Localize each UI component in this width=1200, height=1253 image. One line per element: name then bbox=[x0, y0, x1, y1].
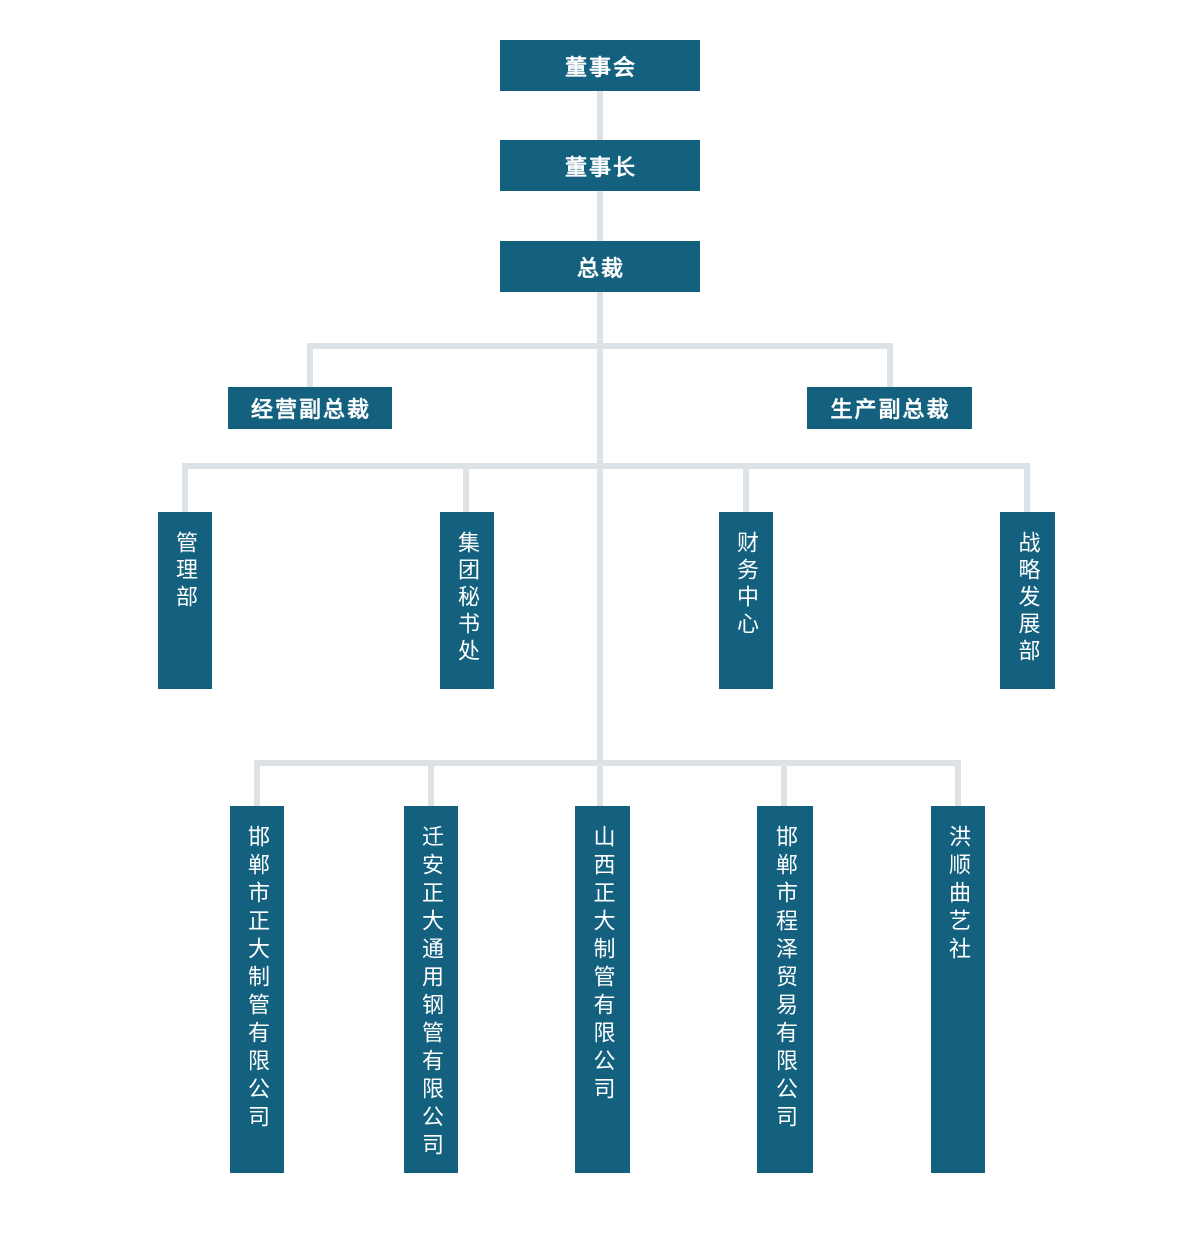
node-chairman: 董事长 bbox=[500, 140, 700, 191]
node-dept-management: 管理部 bbox=[158, 512, 212, 689]
node-sub-handan-chengze-trading-label: 邯郸市程泽贸易有限公司 bbox=[773, 825, 798, 1133]
connector-drop-sub-4 bbox=[781, 766, 787, 806]
connector-drop-sub-2 bbox=[428, 766, 434, 806]
node-sub-handan-chengze-trading: 邯郸市程泽贸易有限公司 bbox=[757, 806, 813, 1173]
connector-drop-vp-production bbox=[887, 349, 893, 387]
node-sub-shanxi-zhengda-pipe-label: 山西正大制管有限公司 bbox=[590, 825, 616, 1105]
node-vp-operations: 经营副总裁 bbox=[228, 387, 392, 429]
node-dept-group-secretariat: 集团秘书处 bbox=[440, 512, 494, 689]
node-dept-strategic-development: 战略发展部 bbox=[1000, 512, 1055, 689]
connector-drop-dept-4 bbox=[1024, 469, 1030, 512]
connector-drop-dept-1 bbox=[182, 469, 188, 512]
node-sub-shanxi-zhengda-pipe: 山西正大制管有限公司 bbox=[575, 806, 630, 1173]
connector-drop-sub-1 bbox=[254, 766, 260, 806]
node-sub-qianan-zhengda-steel-pipe: 迁安正大通用钢管有限公司 bbox=[404, 806, 458, 1173]
connector-subsidiary-line bbox=[254, 760, 961, 766]
connector-drop-dept-3 bbox=[743, 469, 749, 512]
connector-department-line bbox=[182, 463, 1030, 469]
node-sub-hongshun-quyi-club-label: 洪顺曲艺社 bbox=[946, 825, 971, 965]
node-sub-handan-zhengda-pipe: 邯郸市正大制管有限公司 bbox=[230, 806, 284, 1173]
node-vp-production: 生产副总裁 bbox=[807, 387, 972, 429]
connector-drop-dept-2 bbox=[463, 469, 469, 512]
node-board-of-directors: 董事会 bbox=[500, 40, 700, 91]
connector-board-chairman bbox=[597, 91, 603, 140]
connector-drop-sub-5 bbox=[955, 766, 961, 806]
node-dept-finance-center-label: 财务中心 bbox=[734, 531, 759, 639]
node-dept-finance-center: 财务中心 bbox=[719, 512, 773, 689]
node-dept-group-secretariat-label: 集团秘书处 bbox=[455, 531, 480, 666]
node-sub-hongshun-quyi-club: 洪顺曲艺社 bbox=[931, 806, 985, 1173]
node-sub-handan-zhengda-pipe-label: 邯郸市正大制管有限公司 bbox=[245, 825, 270, 1133]
node-sub-qianan-zhengda-steel-pipe-label: 迁安正大通用钢管有限公司 bbox=[419, 825, 444, 1161]
node-dept-strategic-development-label: 战略发展部 bbox=[1015, 531, 1041, 666]
connector-chairman-president bbox=[597, 191, 603, 241]
connector-president-trunk bbox=[597, 292, 603, 806]
node-dept-management-label: 管理部 bbox=[173, 531, 198, 612]
connector-vp-branch-line bbox=[307, 343, 893, 349]
connector-drop-vp-operations bbox=[307, 349, 313, 387]
node-president: 总裁 bbox=[500, 241, 700, 292]
